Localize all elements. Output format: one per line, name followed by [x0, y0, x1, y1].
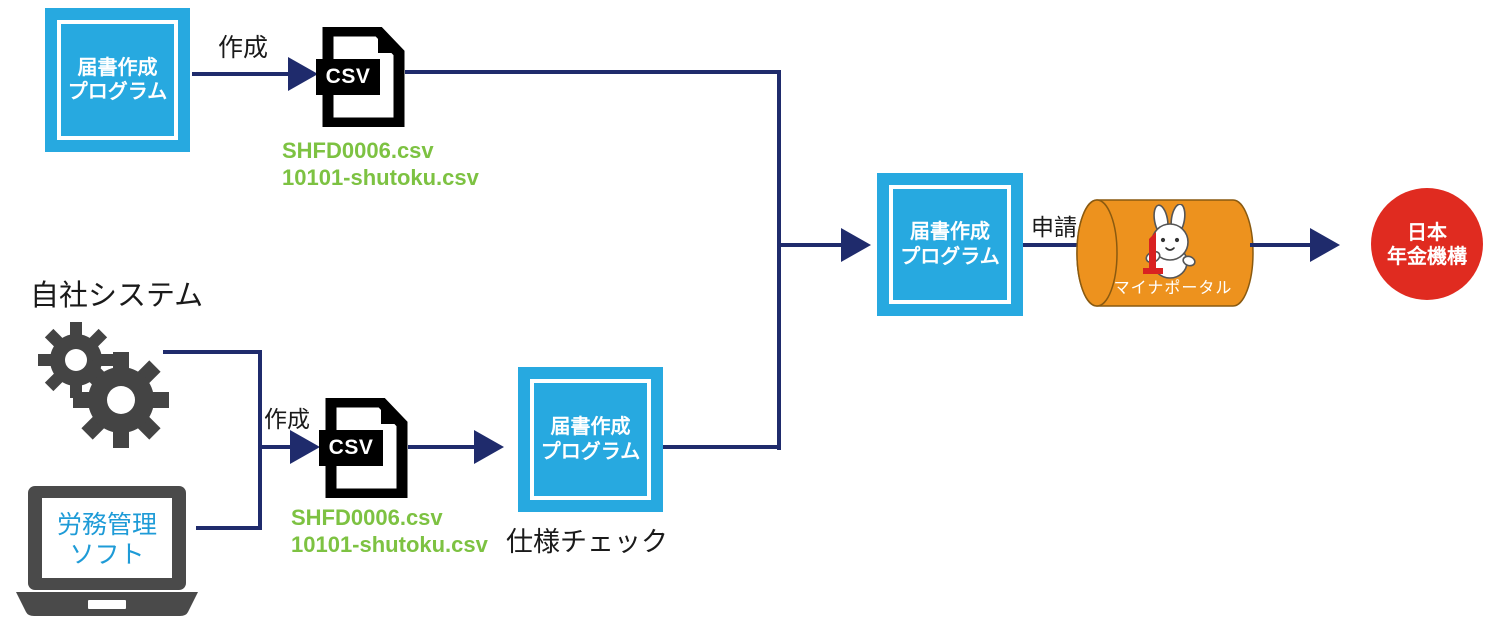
bottom-csv-filenames: SHFD0006.csv 10101-shutoku.csv [291, 505, 488, 557]
csv-badge-label: CSV [319, 430, 383, 466]
edge-arrow-top-create [288, 57, 318, 91]
pension-service-node: 日本 年金機構 [1371, 188, 1483, 300]
laptop-screen-text: 労務管理 ソフト [56, 510, 157, 569]
own-system-label: 自社システム [30, 278, 204, 312]
spec-check-box-label: 届書作成 プログラム [540, 416, 641, 463]
mascot-number-1 [1143, 232, 1163, 274]
csv-badge-label: CSV [316, 59, 380, 95]
spec-check-program-box: 届書作成 プログラム [518, 367, 663, 512]
laptop-shape [16, 486, 198, 616]
edge-line-junction-to-main [777, 243, 843, 247]
top-program-box-label: 届書作成 プログラム [67, 56, 168, 103]
edge-line-top-create [192, 72, 290, 76]
edge-arrow-bottom-create [290, 430, 320, 464]
bottom-left-junction-vertical-line [258, 350, 262, 530]
edge-label-top-create: 作成 [218, 33, 269, 62]
main-program-box-inner-border [889, 185, 1011, 304]
edge-label-application: 申請 [1031, 215, 1077, 241]
edge-arrow-csv-to-speccheck [474, 430, 504, 464]
spec-check-box-inner-border [530, 379, 651, 500]
bottom-csv-file-icon: CSV [319, 396, 408, 500]
edge-line-bottom-create [258, 445, 292, 449]
top-csv-filenames: SHFD0006.csv 10101-shutoku.csv [282, 138, 479, 190]
edge-line-speccheck-to-junction [663, 445, 781, 449]
rabbit-mascot-icon [1143, 204, 1196, 279]
myna-portal-label: マイナポータル [1113, 278, 1233, 297]
edge-line-application [1023, 243, 1123, 247]
edge-line-csv-to-speccheck [408, 445, 476, 449]
gears-icon [28, 320, 173, 450]
pension-service-label: 日本 年金機構 [1387, 220, 1467, 268]
edge-line-laptop-out [196, 526, 262, 530]
spec-check-caption: 仕様チェック [506, 527, 668, 558]
gears-shape [38, 322, 169, 448]
edge-line-gears-out [163, 350, 262, 354]
junction-vertical-line [777, 70, 781, 450]
edge-line-top-to-junction [405, 70, 781, 74]
edge-arrow-junction-to-main [841, 228, 871, 262]
main-program-box: 届書作成 プログラム [877, 173, 1023, 316]
edge-line-portal-to-pension [1250, 243, 1312, 247]
main-program-box-label: 届書作成 プログラム [900, 221, 1000, 268]
top-program-box-inner-border [57, 20, 178, 140]
top-csv-file-icon: CSV [316, 25, 405, 129]
edge-label-bottom-create: 作成 [264, 407, 310, 433]
edge-arrow-portal-to-pension [1310, 228, 1340, 262]
myna-portal-cylinder: マイナポータル [1075, 198, 1255, 308]
top-program-box: 届書作成 プログラム [45, 8, 190, 152]
laptop-icon: 労務管理 ソフト [12, 484, 202, 619]
